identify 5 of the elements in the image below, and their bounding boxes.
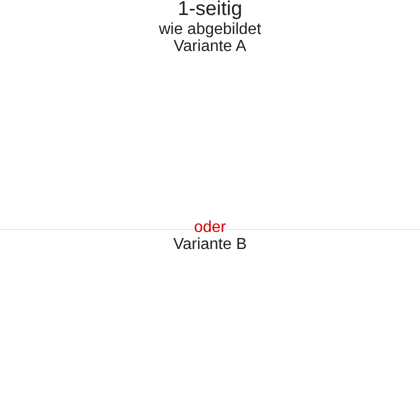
caption-text: Variante A — [174, 38, 246, 55]
caption-text: wie abgebildet — [158, 21, 262, 38]
separator-text: oder — [194, 219, 226, 236]
caption-text: 1-seitig — [178, 0, 242, 20]
caption-text: Variante B — [173, 236, 247, 253]
